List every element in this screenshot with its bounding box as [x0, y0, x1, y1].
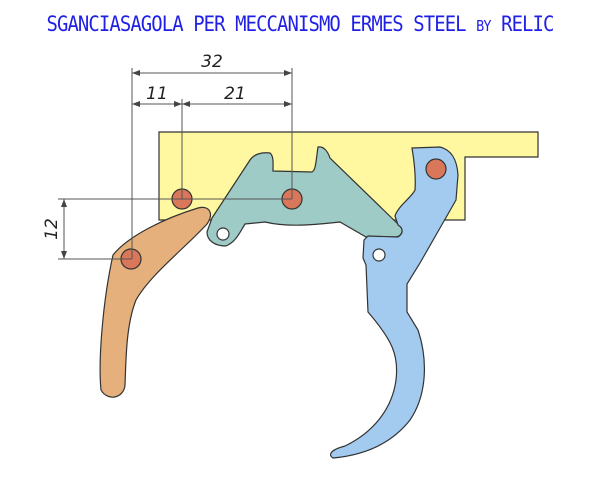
trigger-hole [372, 248, 386, 262]
title-by: BY [476, 17, 491, 35]
safety-lever [99, 206, 211, 398]
title-author: RELIC [501, 12, 554, 36]
dimension-32: 32 [201, 52, 223, 72]
dimension-12: 12 [42, 218, 62, 240]
diagram-title: SGANCIASAGOLA PER MECCANISMO ERMES STEEL… [30, 12, 570, 36]
title-main: SGANCIASAGOLA PER MECCANISMO ERMES STEEL [46, 12, 466, 36]
pin-trigger [425, 158, 447, 180]
dimension-lines [58, 68, 293, 260]
dimension-21: 21 [224, 84, 246, 104]
trigger-blade [330, 146, 459, 459]
sear-hole [216, 227, 230, 241]
dimension-11: 11 [146, 84, 168, 104]
